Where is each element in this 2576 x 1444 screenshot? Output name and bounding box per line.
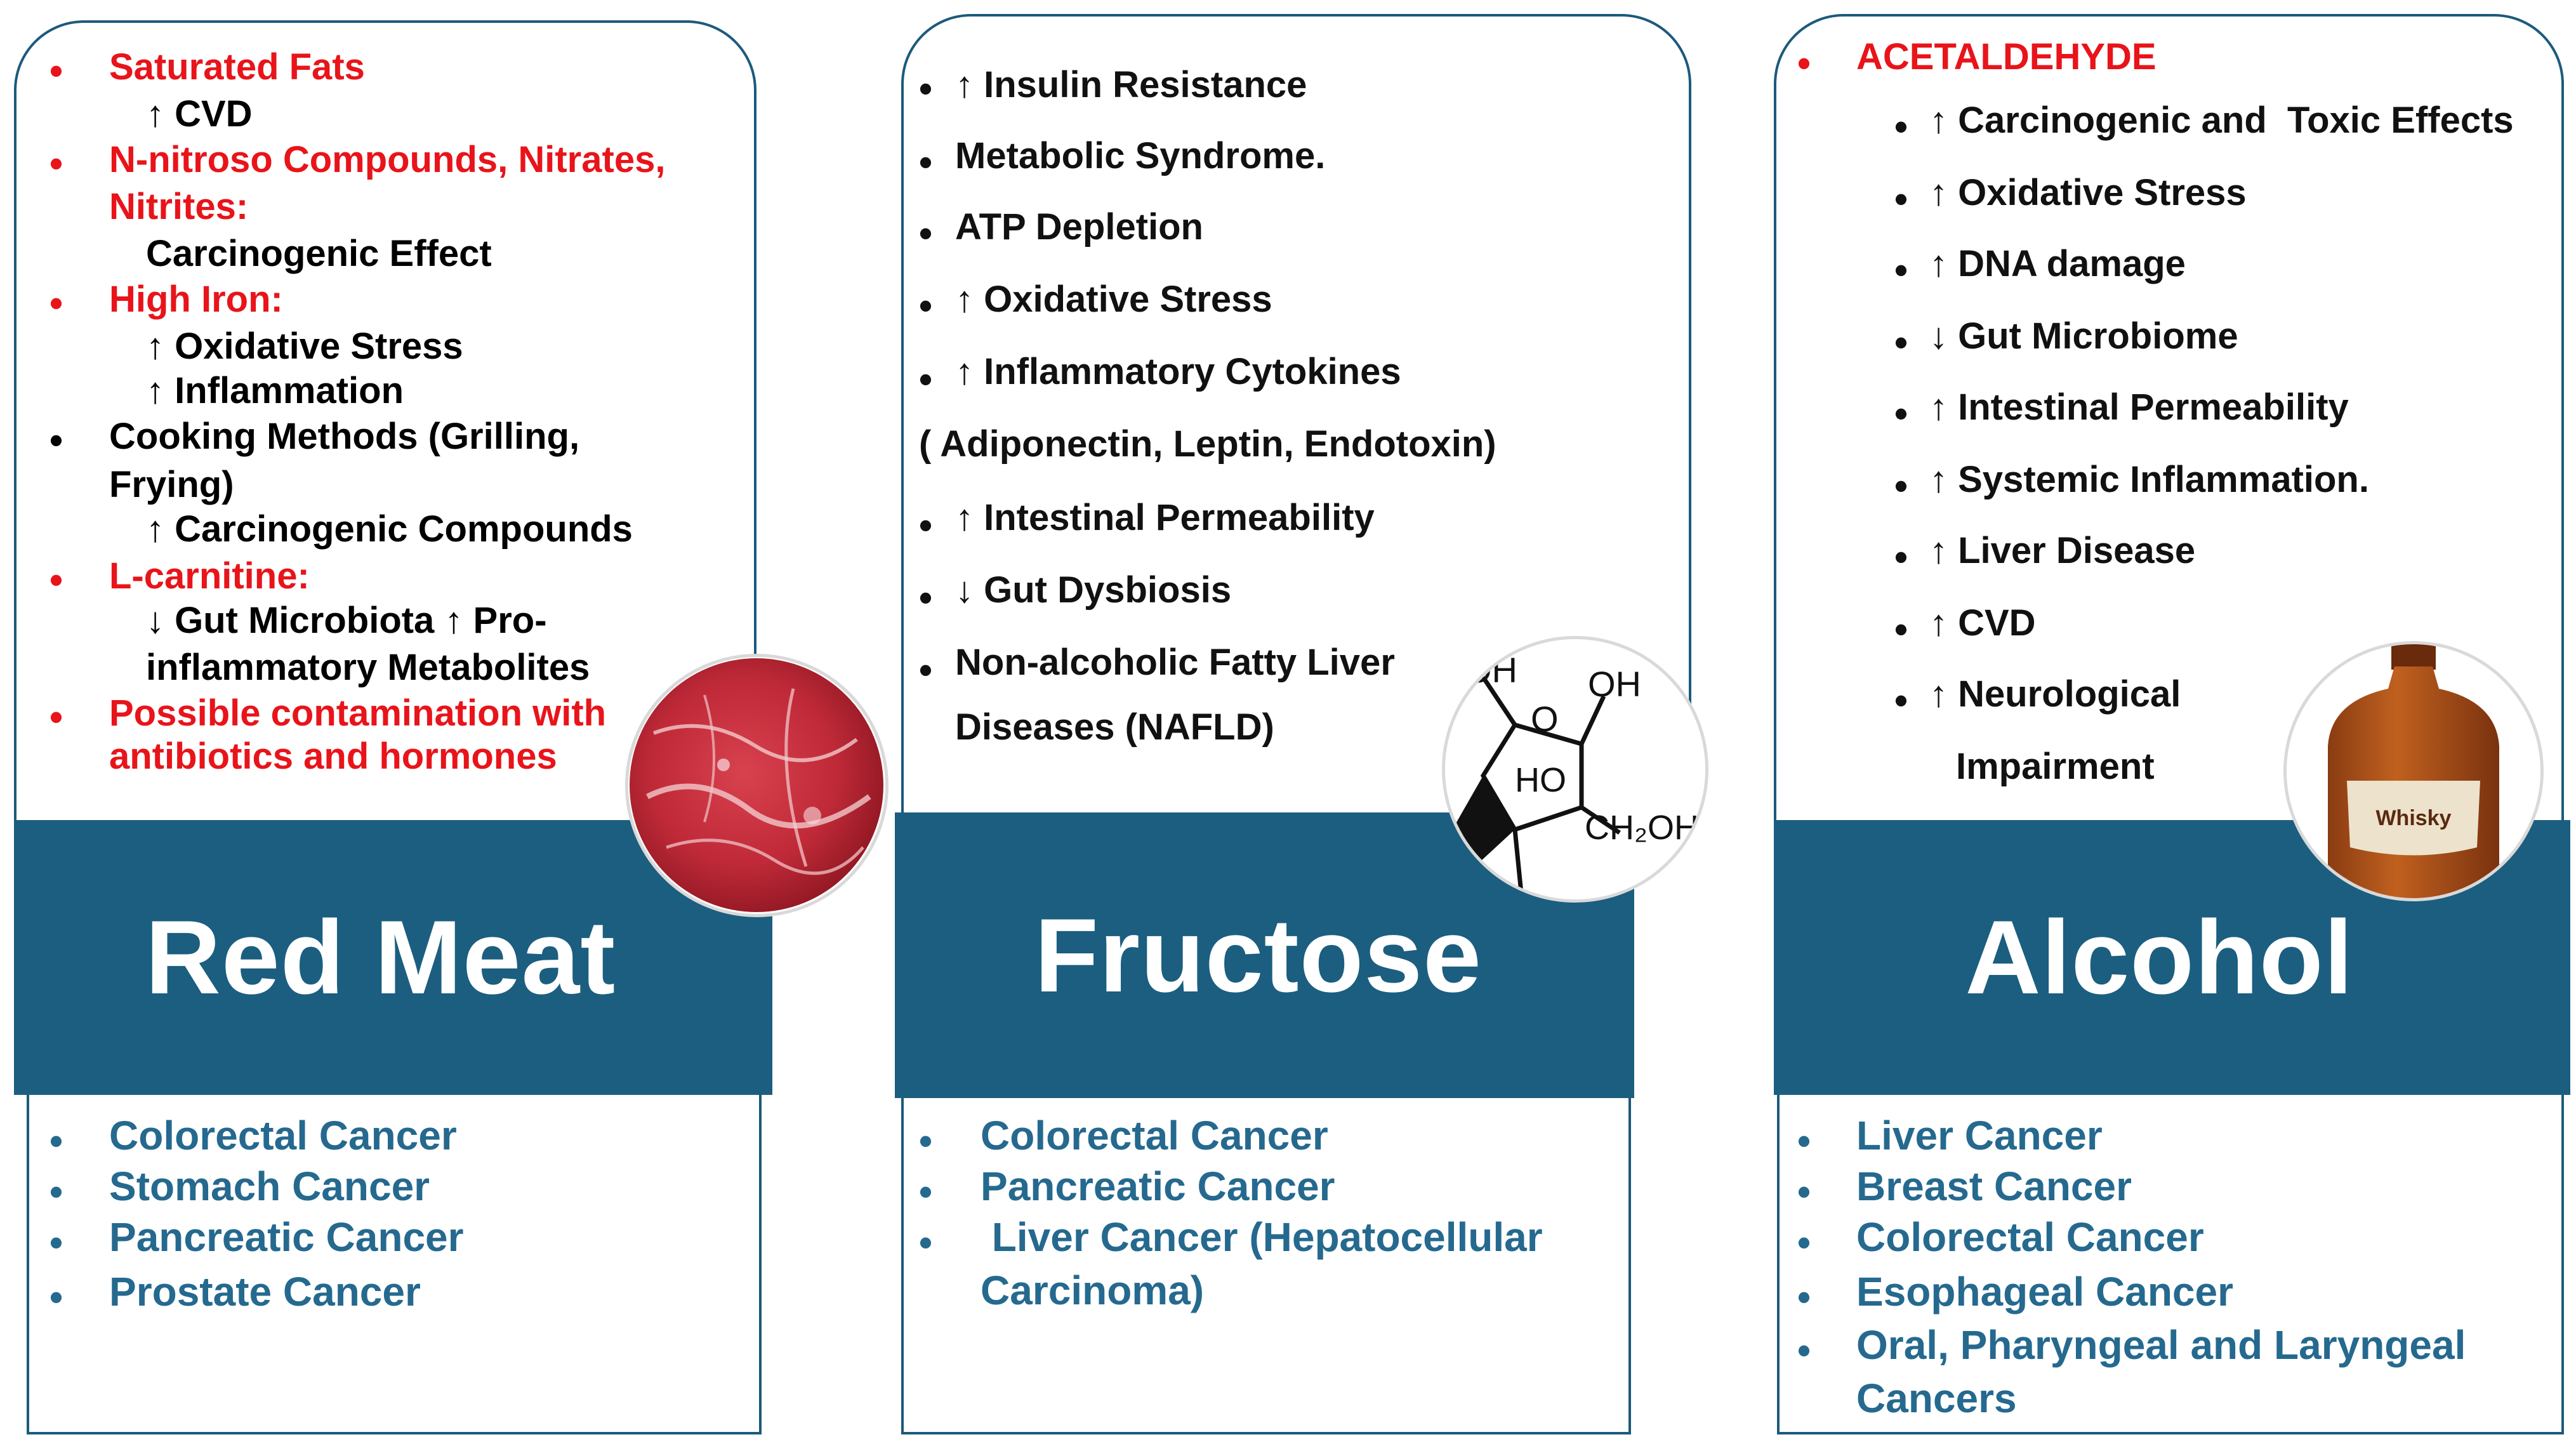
- fructose-molecule-image: OH O OH HO CH₂OH: [1442, 636, 1708, 903]
- cancer-prostate: Prostate Cancer: [109, 1269, 421, 1315]
- factor-contamination: Possible contamination with: [109, 692, 607, 734]
- fructose-adiponectin: ( Adiponectin, Leptin, Endotoxin): [919, 423, 1496, 465]
- factor-antibiotics: antibiotics and hormones: [109, 736, 557, 777]
- effect-gut-microbiota: ↓ Gut Microbiota ↑ Pro-: [146, 600, 547, 641]
- effect-oxidative-stress: ↑ Oxidative Stress: [146, 326, 463, 367]
- fructose-cancer-liver: Liver Cancer (Hepatocellular: [981, 1214, 1543, 1260]
- fructose-permeability: ↑ Intestinal Permeability: [955, 497, 1375, 538]
- effect-carcinogenic: Carcinogenic Effect: [146, 233, 492, 274]
- factor-saturated-fats: Saturated Fats: [109, 46, 365, 88]
- factor-frying: Frying): [109, 464, 234, 505]
- molecule-oh-right: OH: [1588, 664, 1641, 704]
- whisky-label: Whisky: [2375, 806, 2451, 830]
- factor-l-carnitine: L-carnitine:: [109, 555, 310, 597]
- alcohol-cancer-breast: Breast Cancer: [1856, 1163, 2132, 1209]
- fructose-cancer-carcinoma: Carcinoma): [981, 1268, 1205, 1313]
- red-meat-card: [14, 20, 756, 820]
- fructose-metabolic: Metabolic Syndrome.: [955, 135, 1326, 176]
- fructose-nafld-2: Diseases (NAFLD): [955, 706, 1274, 748]
- alcohol-cancer-esophageal: Esophageal Cancer: [1856, 1269, 2233, 1315]
- fructose-cancer-pancreatic: Pancreatic Cancer: [981, 1163, 1335, 1209]
- factor-high-iron: High Iron:: [109, 279, 283, 320]
- whisky-bottle-image: Whisky: [2283, 641, 2544, 901]
- red-meat-title: Red Meat: [145, 899, 616, 1016]
- alcohol-cvd: ↑ CVD: [1929, 602, 2036, 644]
- alcohol-cancers: [1777, 1095, 2564, 1434]
- molecule-ho: HO: [1515, 761, 1566, 799]
- alcohol-inflammation: ↑ Systemic Inflammation.: [1929, 459, 2369, 500]
- cancer-pancreatic: Pancreatic Cancer: [109, 1214, 464, 1260]
- fructose-atp: ATP Depletion: [955, 206, 1203, 248]
- red-meat-banner: Red Meat: [14, 820, 772, 1095]
- effect-metabolites: inflammatory Metabolites: [146, 647, 590, 688]
- fructose-dysbiosis: ↓ Gut Dysbiosis: [955, 569, 1232, 611]
- effect-carcinogenic-compounds: ↑ Carcinogenic Compounds: [146, 508, 633, 550]
- red-meat-cancers: [27, 1095, 762, 1434]
- alcohol-cancer-liver: Liver Cancer: [1856, 1113, 2103, 1158]
- factor-n-nitroso: N-nitroso Compounds, Nitrates,: [109, 139, 666, 180]
- effect-cvd: ↑ CVD: [146, 93, 253, 135]
- meat-image: [625, 654, 888, 917]
- alcohol-impairment: Impairment: [1956, 746, 2155, 787]
- fructose-cancer-colorectal: Colorectal Cancer: [981, 1113, 1328, 1158]
- cancer-stomach: Stomach Cancer: [109, 1163, 430, 1209]
- alcohol-cancer-colorectal: Colorectal Cancer: [1856, 1214, 2204, 1260]
- fructose-cytokines: ↑ Inflammatory Cytokines: [955, 351, 1401, 392]
- alcohol-liver-disease: ↑ Liver Disease: [1929, 530, 2196, 571]
- fructose-insulin: ↑ Insulin Resistance: [955, 64, 1307, 105]
- fructose-title: Fructose: [1034, 896, 1482, 1014]
- fructose-cancers: [901, 1098, 1631, 1434]
- alcohol-neurological: ↑ Neurological: [1929, 673, 2181, 715]
- alcohol-oxidative: ↑ Oxidative Stress: [1929, 172, 2247, 213]
- cancer-colorectal: Colorectal Cancer: [109, 1113, 457, 1158]
- alcohol-permeability: ↑ Intestinal Permeability: [1929, 387, 2349, 428]
- alcohol-microbiome: ↓ Gut Microbiome: [1929, 315, 2238, 357]
- alcohol-acetaldehyde: ACETALDEHYDE: [1856, 36, 2157, 77]
- alcohol-dna: ↑ DNA damage: [1929, 243, 2186, 284]
- fructose-oxidative: ↑ Oxidative Stress: [955, 279, 1272, 320]
- molecule-ch2oh: CH₂OH: [1585, 809, 1699, 847]
- alcohol-carcinogenic: ↑ Carcinogenic and Toxic Effects: [1929, 100, 2514, 141]
- alcohol-cancer-oral: Oral, Pharyngeal and Laryngeal: [1856, 1322, 2466, 1368]
- molecule-o: O: [1531, 699, 1559, 739]
- alcohol-title: Alcohol: [1965, 899, 2354, 1016]
- factor-nitrites: Nitrites:: [109, 186, 249, 227]
- fructose-nafld: Non-alcoholic Fatty Liver: [955, 642, 1395, 683]
- alcohol-cancer-cancers: Cancers: [1856, 1375, 2017, 1421]
- effect-inflammation: ↑ Inflammation: [146, 370, 404, 411]
- factor-cooking-methods: Cooking Methods (Grilling,: [109, 416, 580, 457]
